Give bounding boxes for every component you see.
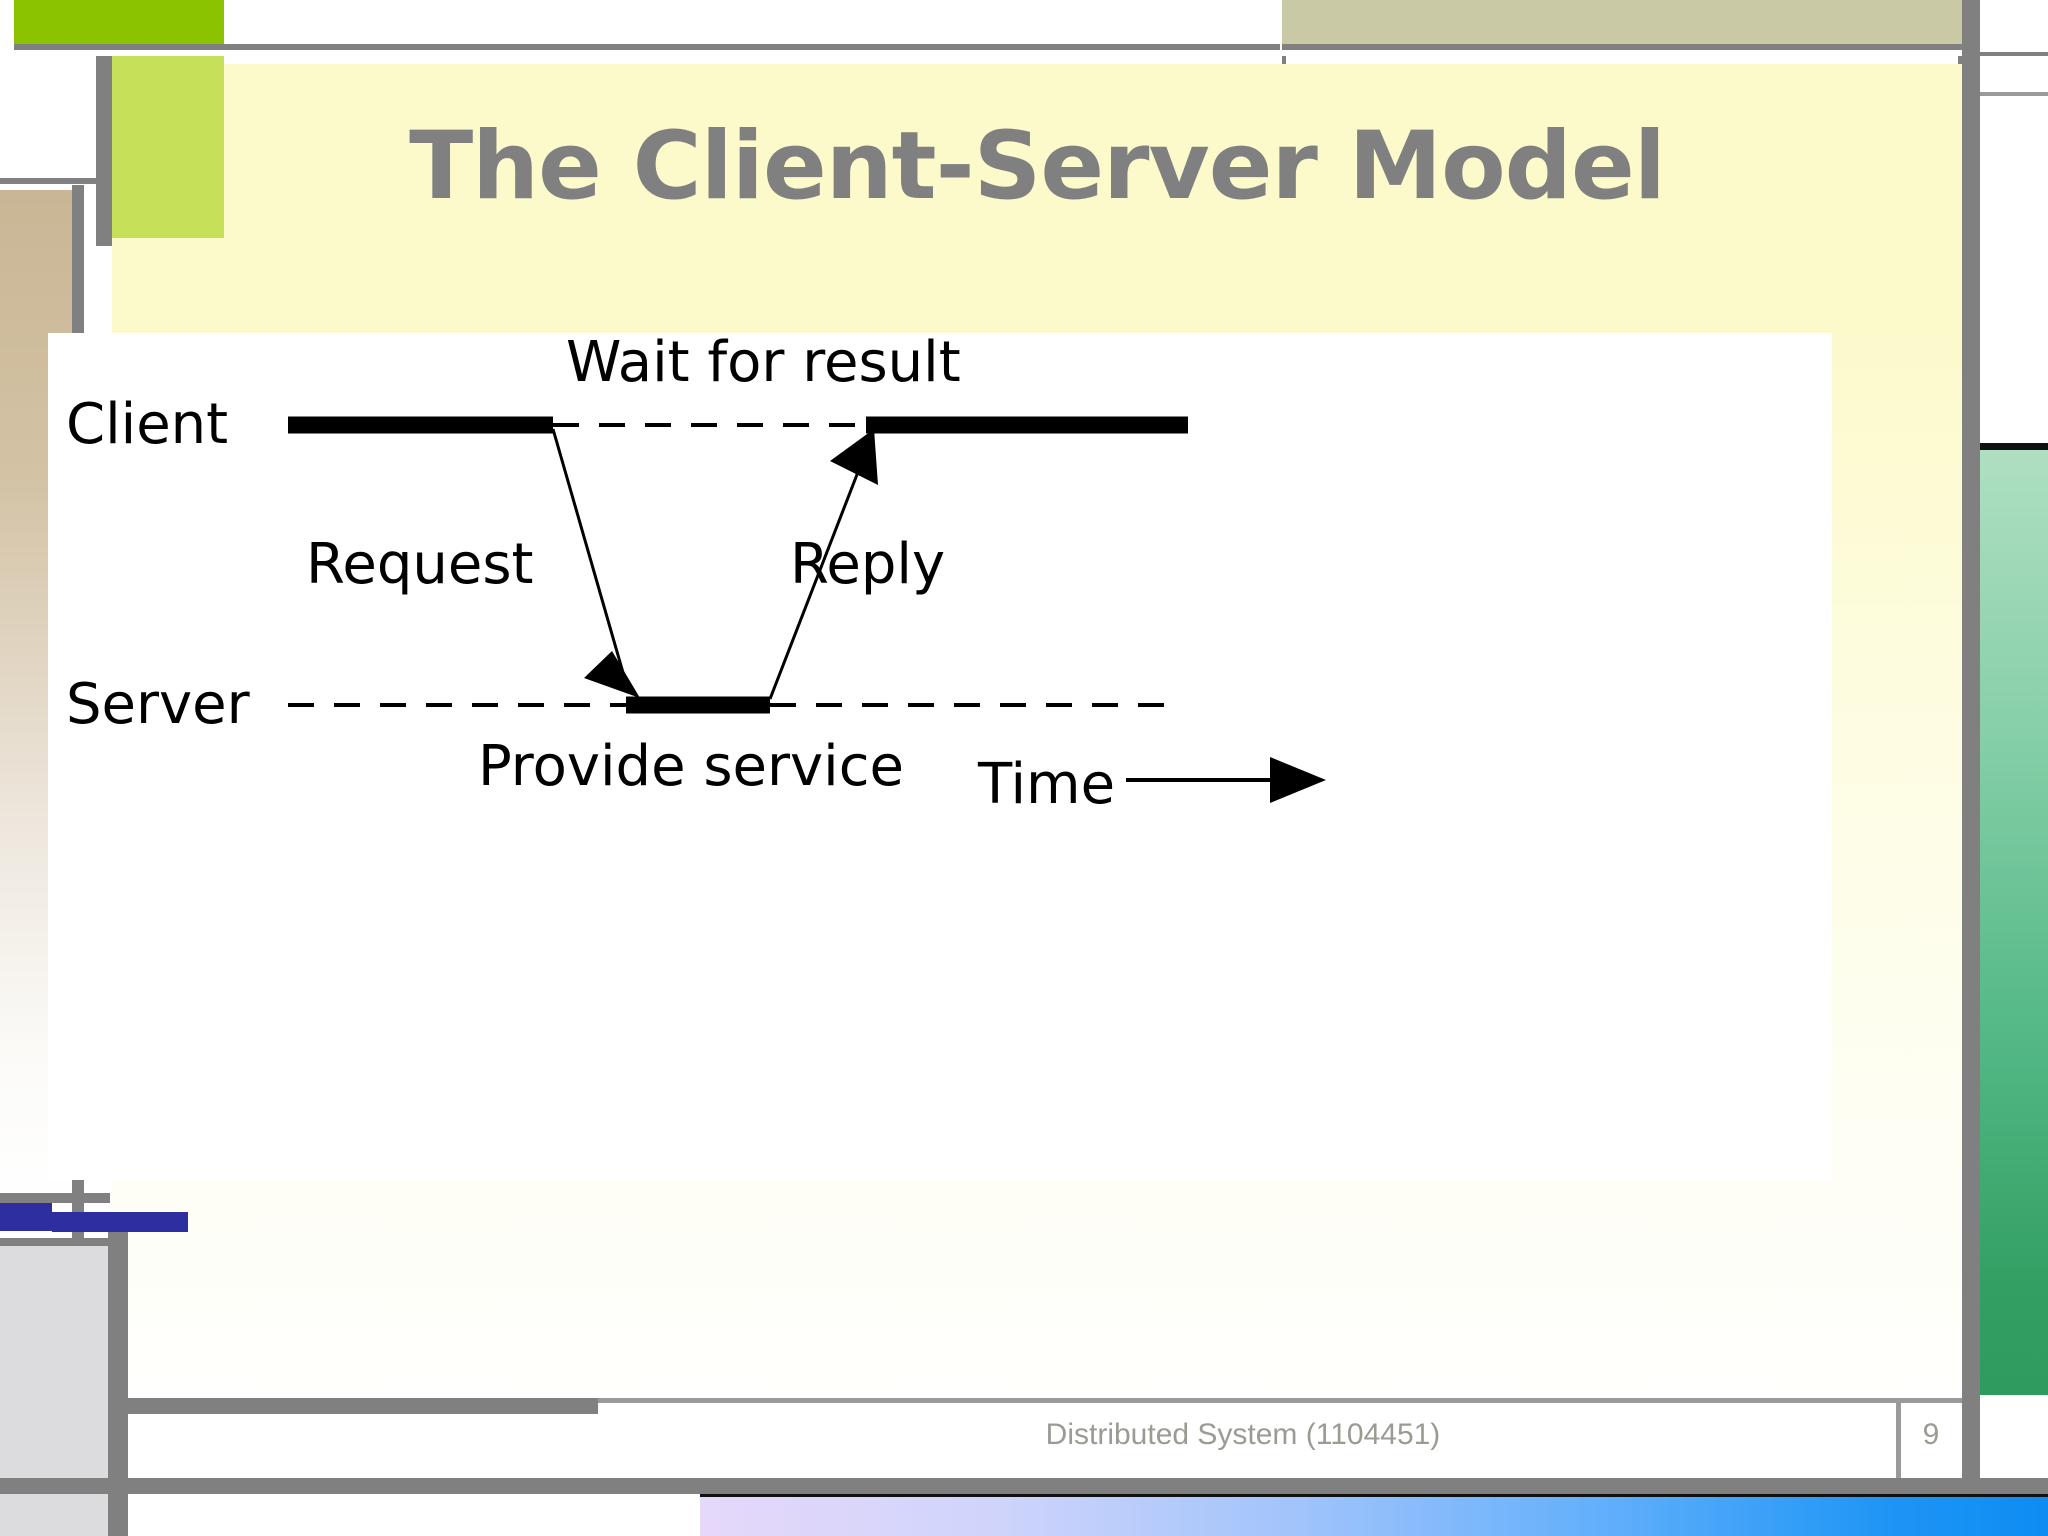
deco-top-right-white-cell (1968, 0, 2048, 56)
deco-top-right-white-cell-2 (1968, 60, 2048, 96)
footer-text: Distributed System (1104451) (1045, 1418, 1441, 1451)
page-number: 9 (1922, 1418, 1940, 1451)
time-arrow-icon (1126, 757, 1326, 803)
label-reply: Reply (790, 532, 945, 597)
request-arrow-icon (551, 428, 640, 698)
page-title: The Client-Server Model (409, 112, 1666, 221)
diagram-panel: Client Wait for result Server Provide se… (48, 333, 1832, 1180)
label-wait-for-result: Wait for result (566, 333, 961, 395)
lane-label-server: Server (66, 672, 251, 737)
deco-white-left-cell (0, 56, 96, 184)
deco-blue-block-extension (52, 1212, 188, 1232)
client-server-timeline-diagram: Client Wait for result Server Provide se… (66, 333, 1326, 817)
label-request: Request (306, 532, 533, 597)
deco-top-white-band (224, 0, 1280, 50)
lane-label-client: Client (66, 392, 228, 457)
footer-left-white (128, 1414, 598, 1478)
deco-bottom-right-white (1980, 1395, 2048, 1478)
deco-bottom-rule (0, 1478, 2048, 1494)
footer-divider (1896, 1398, 1901, 1478)
deco-vertical-rule-right (1962, 0, 1980, 1536)
deco-green-gradient-bar (1980, 443, 2048, 1395)
deco-blue-bar-rule (0, 1193, 110, 1203)
deco-khaki-block (1282, 0, 1962, 50)
deco-bright-green-block (14, 0, 224, 50)
deco-bottom-gradient-bar (700, 1494, 2048, 1536)
deco-vertical-rule-left (96, 56, 112, 246)
label-provide-service: Provide service (478, 734, 904, 799)
deco-blue-block (0, 1203, 52, 1231)
deco-light-green-block (112, 56, 224, 238)
footer-box (598, 1398, 1962, 1478)
axis-label-time: Time (977, 752, 1115, 817)
title-band (112, 64, 1962, 326)
reply-arrow-icon (768, 429, 878, 700)
deco-grey-block-rule (108, 1232, 128, 1536)
